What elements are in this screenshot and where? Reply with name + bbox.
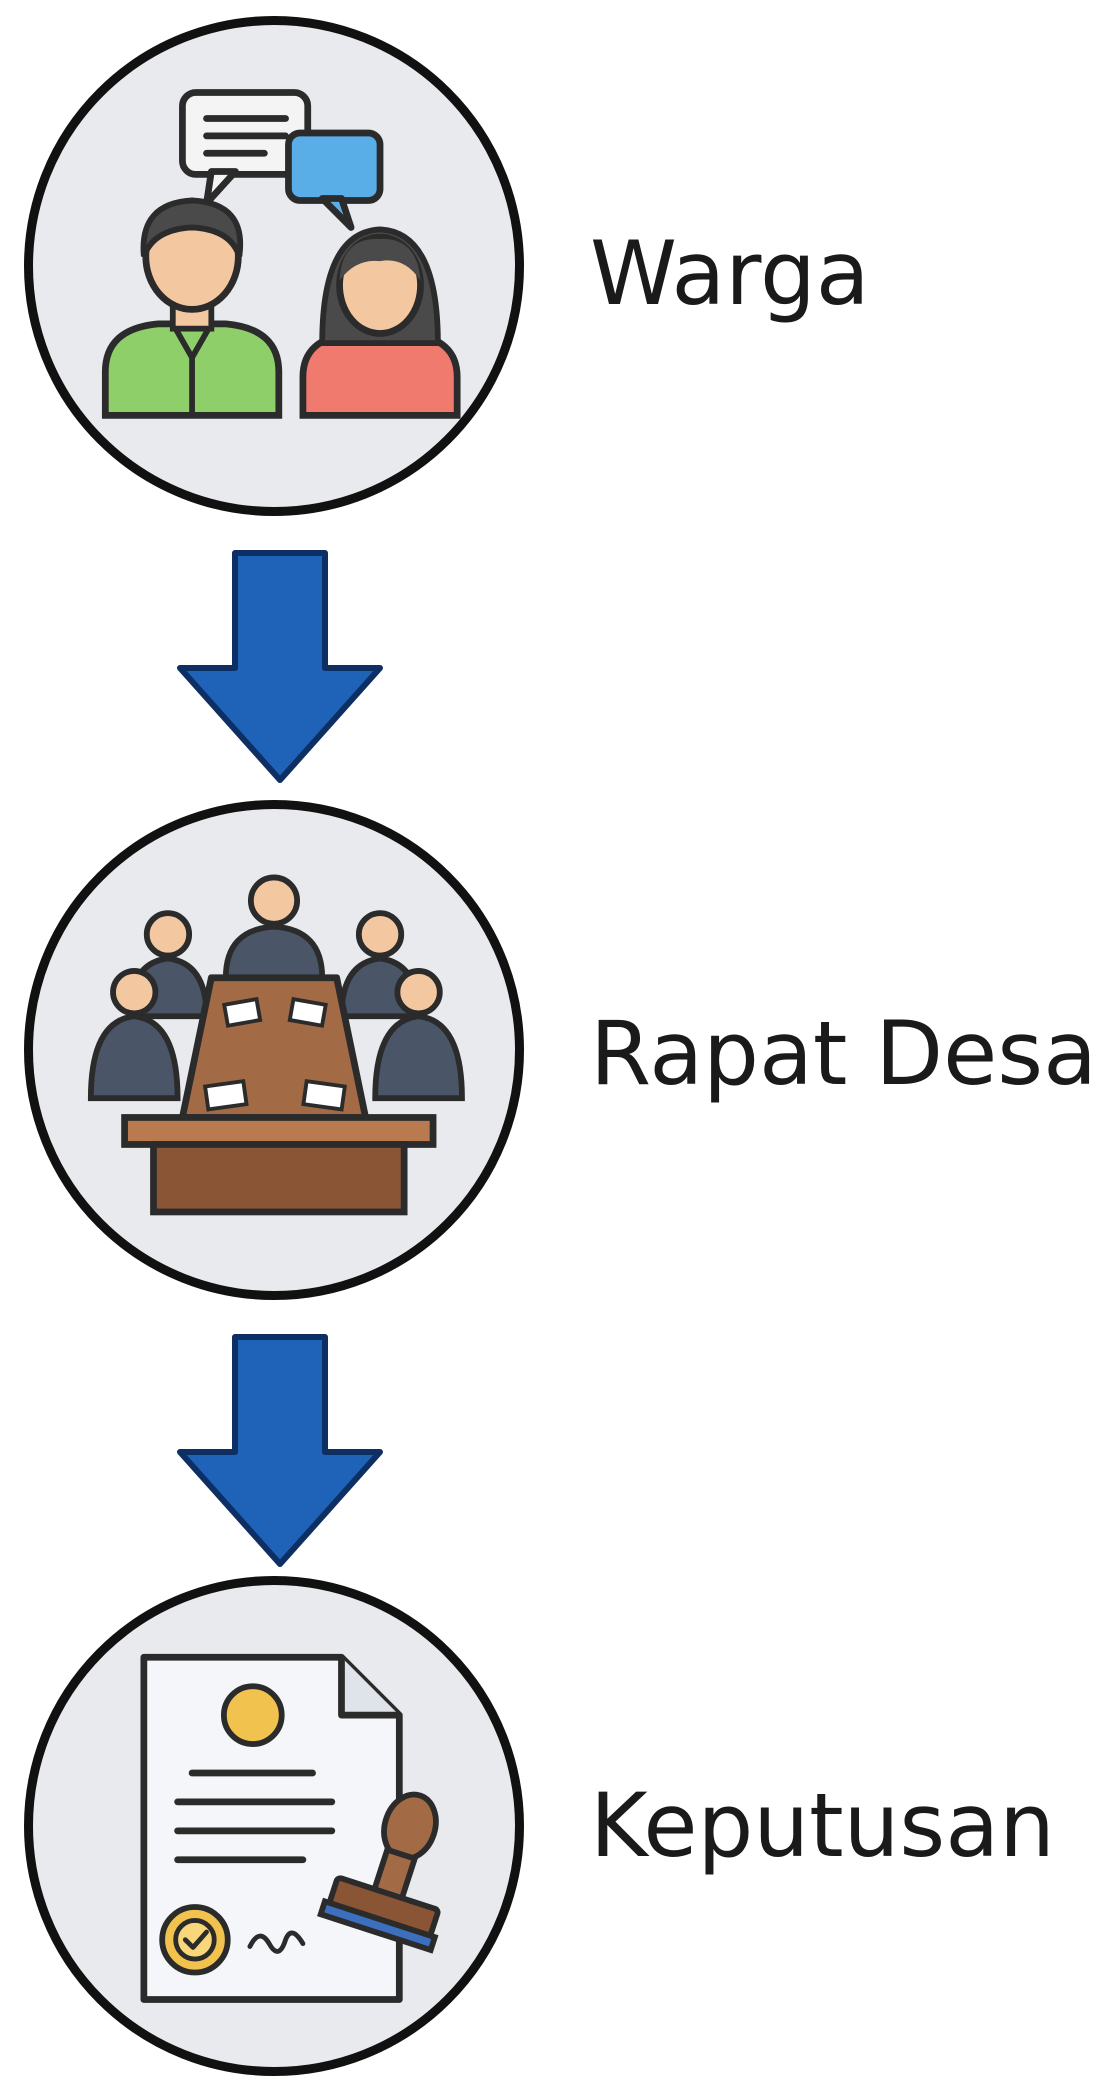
village-meeting-icon [87,874,465,1216]
arrow-down-icon [170,1332,390,1572]
arrow-down-icon [170,548,390,788]
citizens-discussion-icon [101,89,461,419]
step-warga-label: Warga [590,222,870,325]
step-warga-circle [24,16,524,516]
decision-document-icon [140,1653,441,2003]
step-keputusan-label: Keputusan [590,1774,1055,1877]
step-keputusan-circle [24,1576,524,2076]
step-rapat-desa-circle [24,800,524,1300]
step-rapat-desa-label: Rapat Desa [590,1002,1098,1105]
